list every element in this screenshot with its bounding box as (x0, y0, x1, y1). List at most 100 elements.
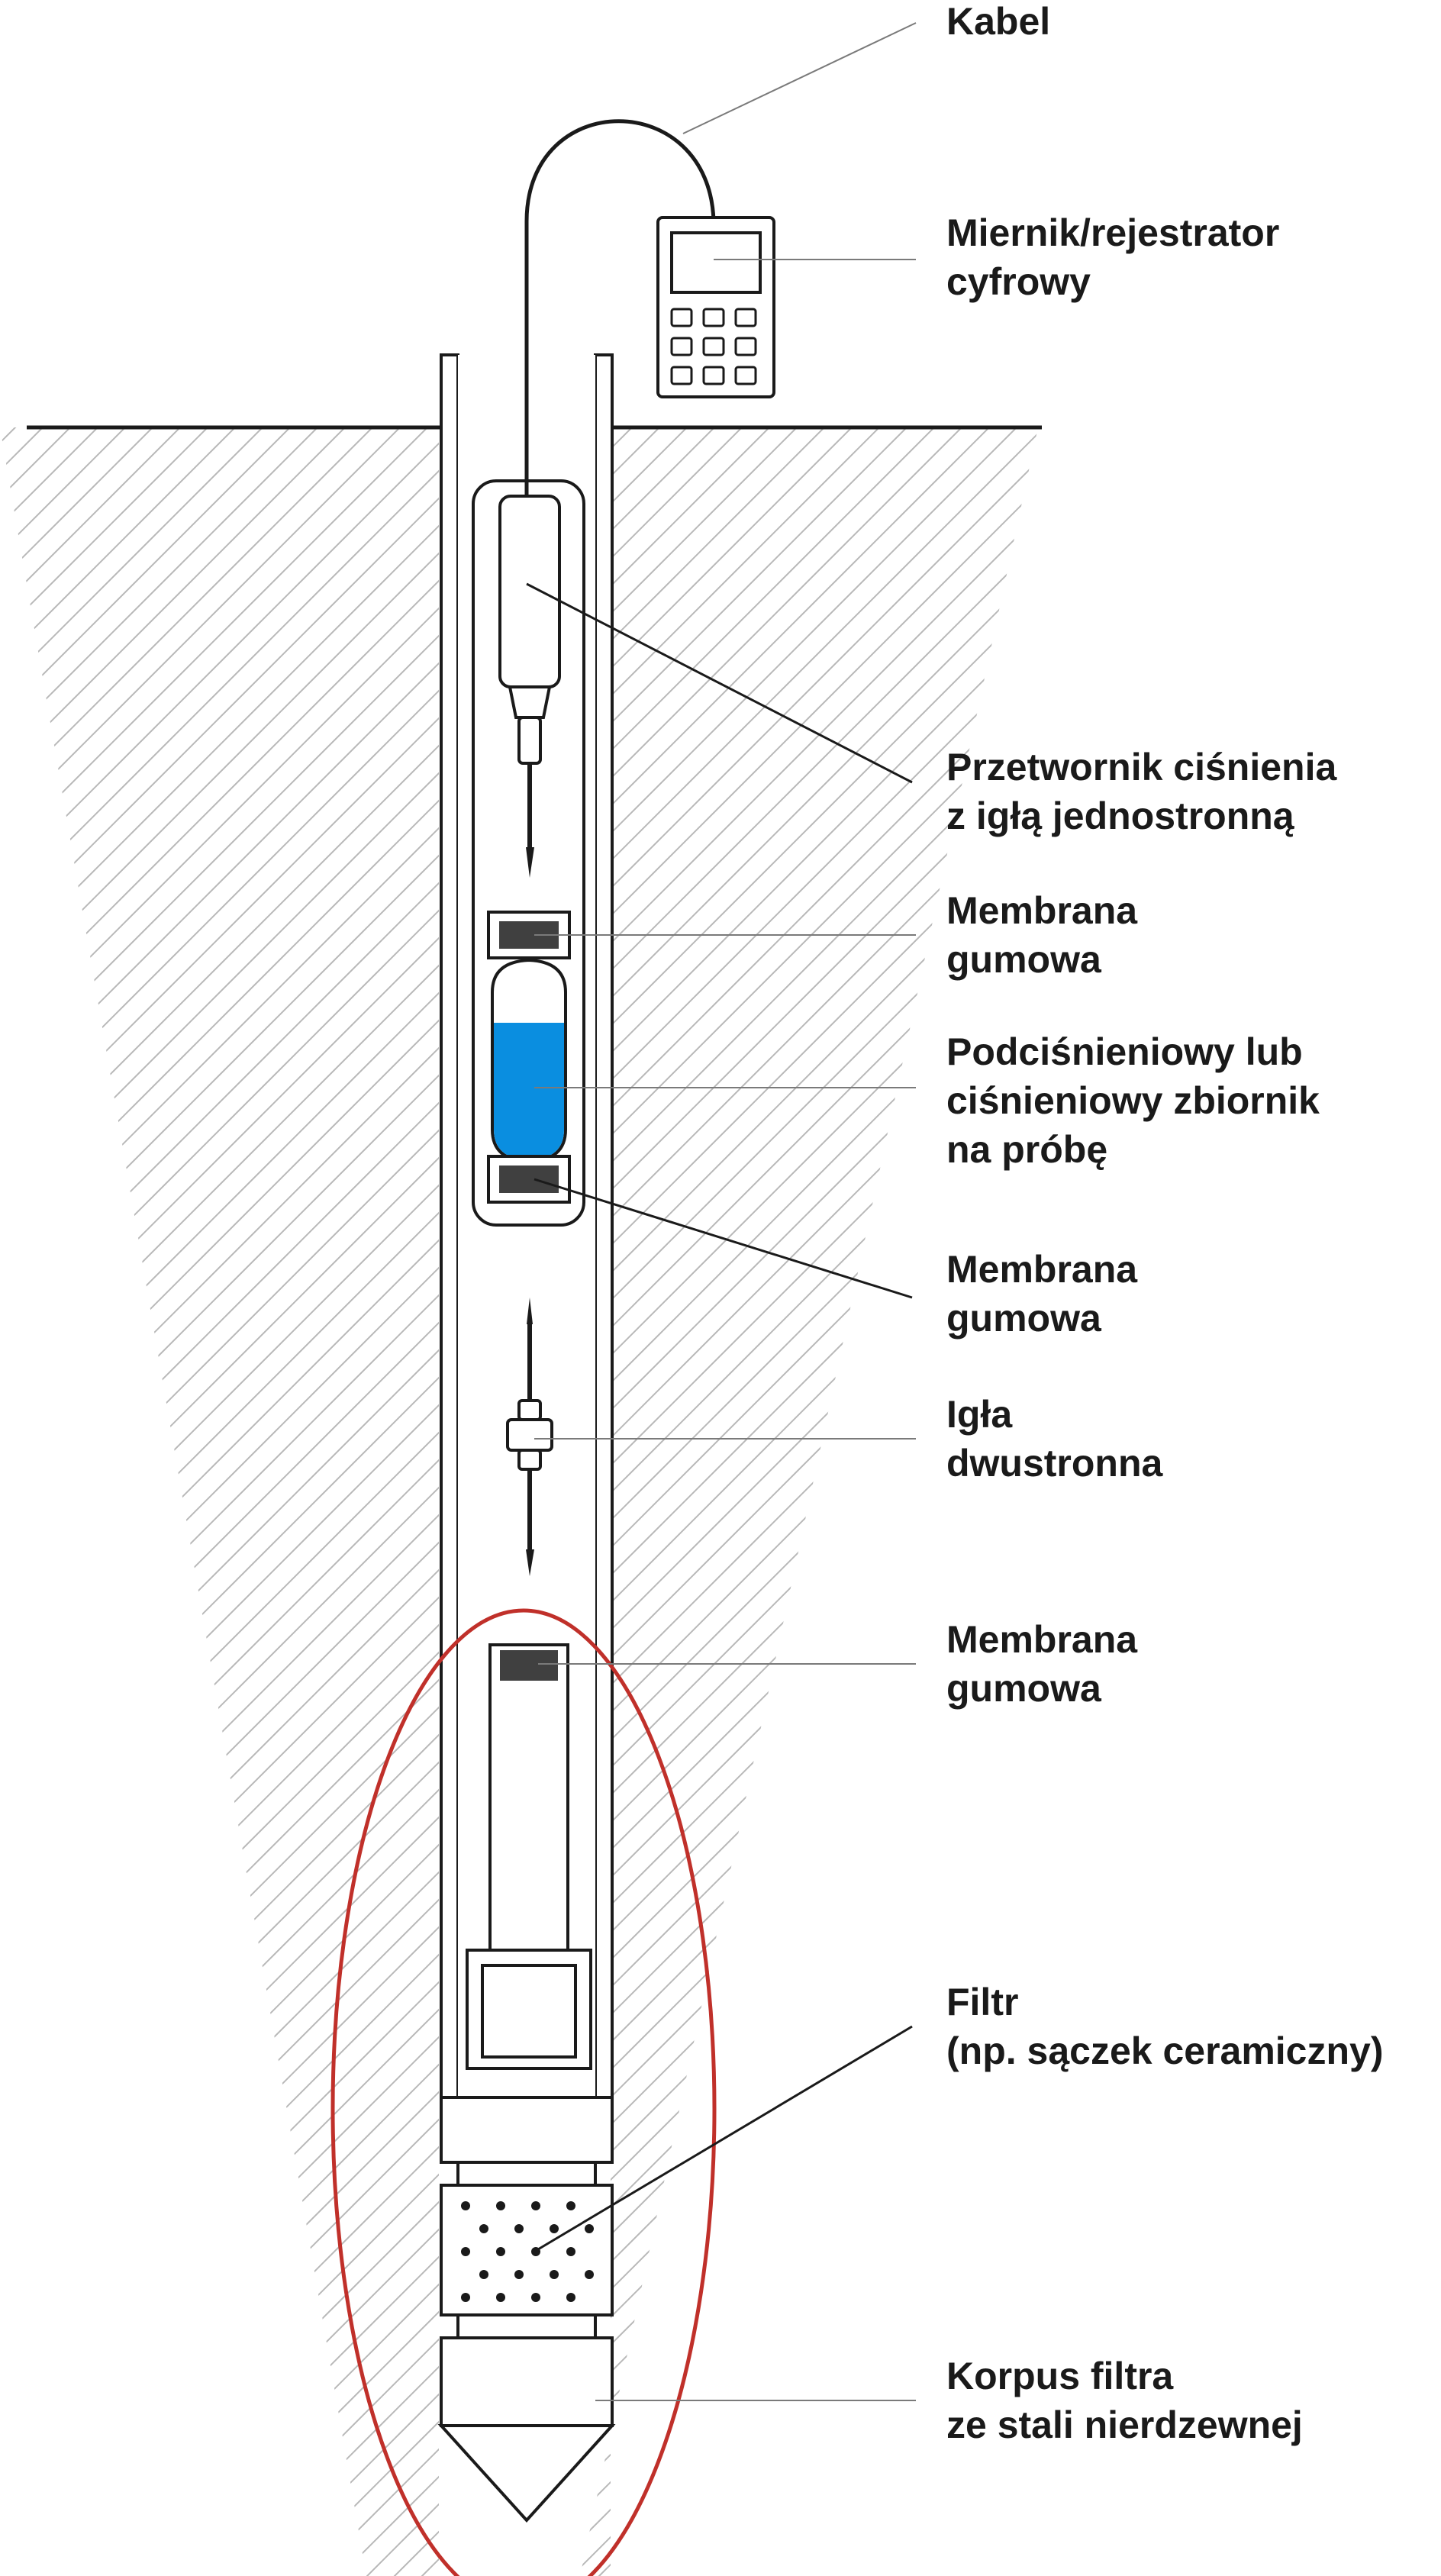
hatch-line (0, 427, 439, 2576)
hatch-line (580, 427, 1038, 2576)
hatch-line (580, 427, 1038, 2576)
pressure-transducer-icon (498, 495, 561, 878)
label-membrane-mid-line2: gumowa (946, 1297, 1102, 1340)
hatch-line (0, 427, 439, 2576)
keypad-key (702, 366, 725, 385)
hatch-line (0, 427, 439, 2576)
hatch-line (155, 427, 439, 2576)
hatch-line (0, 427, 439, 2576)
rubber-membrane-middle (487, 1155, 571, 1204)
hatch-line (580, 427, 1038, 2576)
hatch-line (580, 427, 1038, 2576)
hatch-line (0, 427, 439, 2576)
hatch-line (0, 427, 439, 2576)
hatch-line (580, 427, 816, 2576)
hatch-line (580, 427, 1038, 2576)
hatch-line (0, 427, 439, 2576)
hatch-line (0, 427, 282, 2576)
hatch-line (580, 427, 1038, 2576)
hatch-line (580, 427, 1038, 2576)
hatch-line (580, 427, 1038, 2576)
hatch-line (580, 427, 1038, 2576)
hatch-line (580, 427, 1038, 2576)
hatch-line (580, 427, 1038, 2576)
keypad-key (702, 337, 725, 356)
hatch-line (0, 427, 439, 2576)
pointer-transducer (526, 582, 913, 784)
hatch-line (0, 427, 439, 2576)
filter-pore (496, 2247, 505, 2256)
hatch-line (0, 427, 439, 2576)
hatch-line (0, 427, 439, 2576)
filter-pore (461, 2201, 470, 2210)
hatch-line (580, 427, 1038, 2576)
hatch-line (580, 427, 1038, 2576)
hatch-line (580, 427, 1038, 2576)
hatch-line (580, 427, 1038, 2576)
hatch-line (0, 427, 439, 2576)
hatch-line (580, 427, 1038, 2576)
hatch-line (0, 427, 439, 2576)
keypad-key (734, 337, 757, 356)
label-membrane-mid-line1: Membrana (946, 1248, 1138, 1291)
hatch-line (580, 427, 1038, 2576)
filter-pore (566, 2247, 575, 2256)
label-sample-container-line3: na próbę (946, 1128, 1107, 1171)
hatch-line (0, 427, 439, 2576)
label-membrane-bottom-line1: Membrana (946, 1618, 1138, 1661)
hatch-line (580, 427, 1008, 2576)
filter-pores (461, 2201, 594, 2302)
hatch-line (580, 427, 1038, 2576)
label-sample-container-line2: ciśnieniowy zbiornik (946, 1079, 1320, 1122)
hatch-line (0, 427, 439, 2576)
pointer-lines (526, 22, 917, 2401)
hatch-line (18, 427, 439, 2576)
hatch-line (0, 427, 439, 2576)
hatch-line (73, 427, 439, 2576)
label-meter: Miernik/rejestrator cyfrowy (946, 211, 1290, 303)
digital-meter-icon (656, 216, 775, 398)
sampler-housing (472, 479, 585, 1227)
hatch-line (0, 427, 439, 2576)
label-membrane-mid: Membrana gumowa (946, 1248, 1148, 1340)
filter-pore (566, 2201, 575, 2210)
hatch-line (580, 427, 871, 2576)
filter-pore (461, 2293, 470, 2302)
hatch-line (580, 427, 1038, 2576)
hatch-line (0, 427, 439, 2576)
filter-pore (479, 2224, 488, 2233)
hatch-line (210, 427, 439, 2576)
filter-pore (550, 2224, 559, 2233)
hatch-line (580, 427, 761, 2576)
hatch-line (580, 427, 1038, 2576)
keypad-key (670, 308, 693, 327)
soil-hatching-left (0, 427, 439, 2576)
filter-pore (461, 2247, 470, 2256)
hatch-line (580, 427, 1038, 2576)
hatch-line (0, 427, 392, 2576)
label-filter: Filtr (np. sączek ceramiczny) (946, 1981, 1384, 2072)
label-membrane-top: Membrana gumowa (946, 889, 1148, 981)
hatch-line (580, 427, 1038, 2576)
hatch-line (580, 427, 1038, 2576)
hatch-line (0, 427, 439, 2576)
hatch-line (580, 427, 1038, 2576)
hatch-line (0, 427, 439, 2576)
hatch-line (0, 427, 439, 2576)
hatch-line (0, 427, 439, 2576)
hatch-line (0, 427, 117, 2576)
hatch-line (0, 427, 439, 2576)
filter-pore (531, 2293, 540, 2302)
hatch-line (0, 427, 439, 2576)
hatch-line (0, 427, 439, 2576)
filter-pore (514, 2224, 524, 2233)
hatch-line (0, 382, 458, 2576)
label-cable-line1: Kabel (946, 0, 1050, 43)
label-filter-line1: Filtr (946, 1981, 1018, 2023)
hatch-line (0, 427, 439, 2576)
hatch-line (0, 427, 439, 2576)
keypad-key (734, 308, 757, 327)
label-membrane-bottom: Membrana gumowa (946, 1618, 1148, 1710)
hatch-line (0, 427, 254, 2576)
label-transducer: Przetwornik ciśnienia z igłą jednostronn… (946, 746, 1347, 837)
